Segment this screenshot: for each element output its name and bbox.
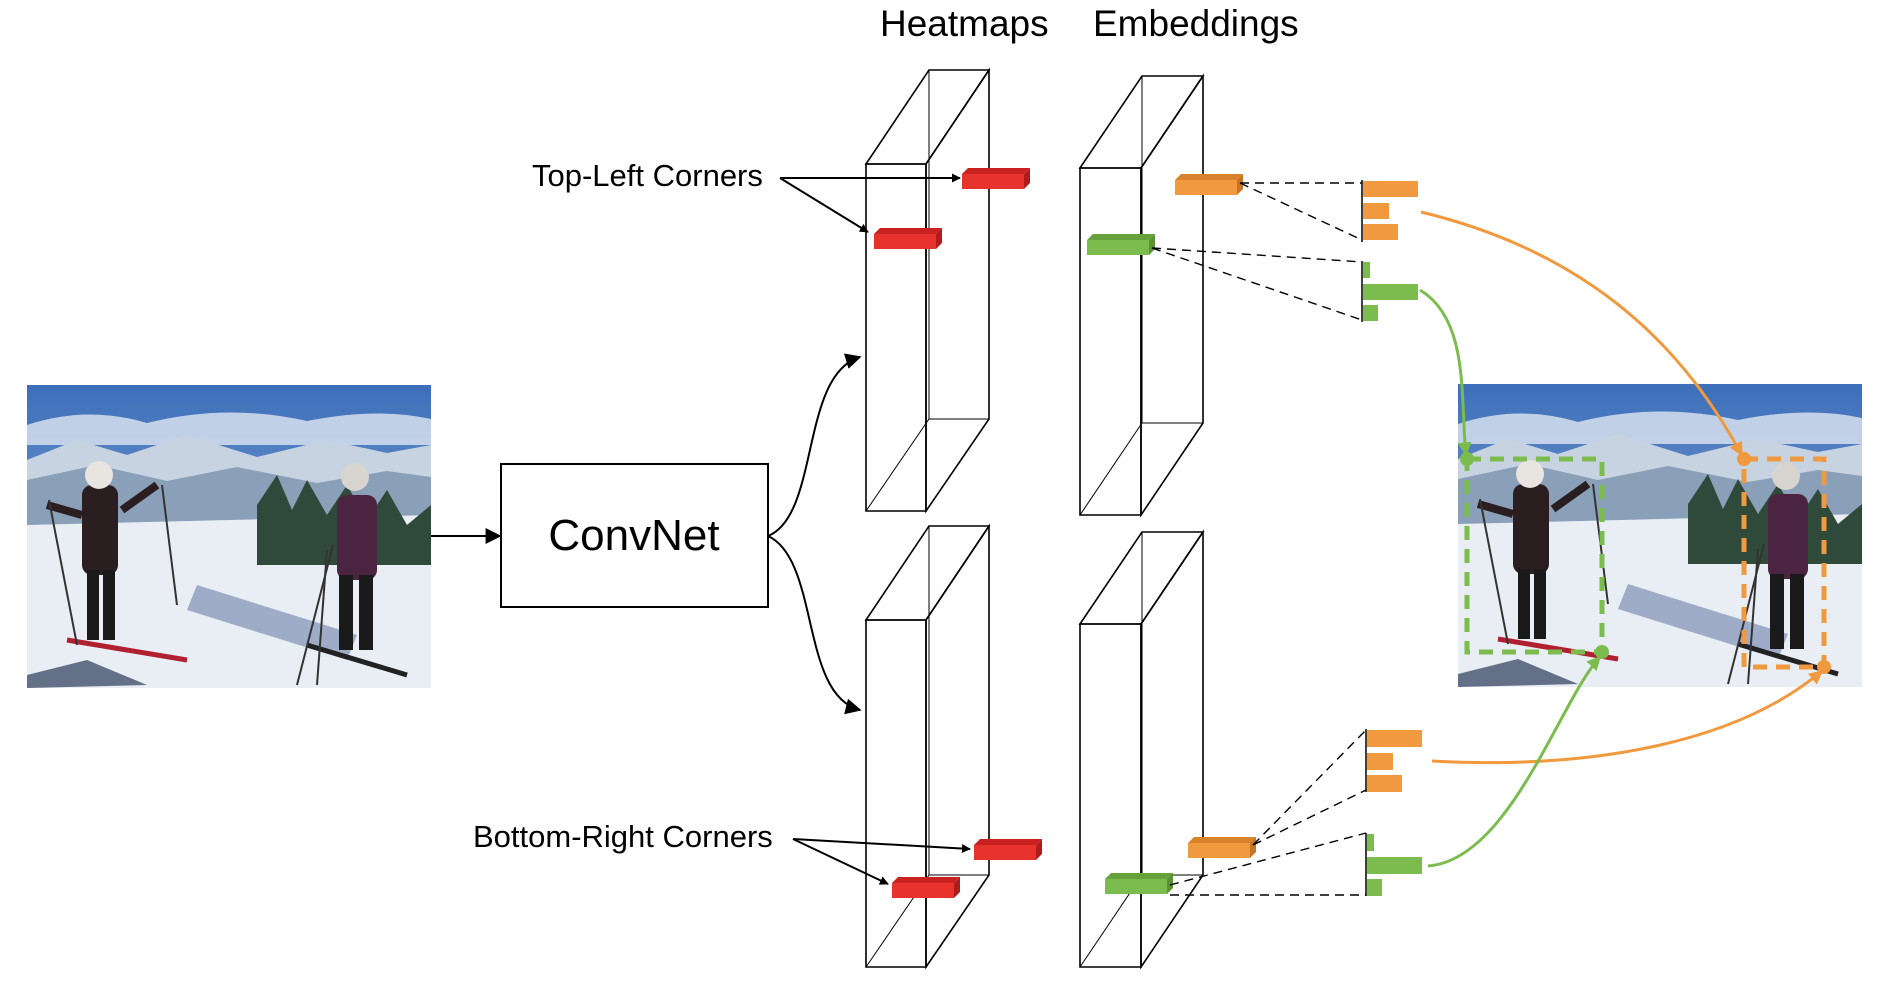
bottom-embedding-marker-orange [1188,837,1256,858]
top-left-embedding-block [1078,73,1205,518]
convnet-to-bottom-branch-arrow [767,535,862,715]
heatmaps-header: Heatmaps [880,3,1049,44]
top-orange-embedding-bars [1361,180,1418,242]
top-embedding-marker-green [1087,234,1155,255]
bottom-right-embedding-block [1078,529,1205,970]
bottom-right-arrow-2 [792,838,889,885]
top-heatmap-corner-marker-1 [962,168,1030,189]
top-green-embedding-bars [1361,261,1418,322]
top-embedding-marker-orange [1175,174,1243,195]
convnet-label: ConvNet [548,511,719,560]
green-bottom-right-corner-dot [1595,645,1609,659]
convnet-box [500,463,769,608]
bottom-heatmap-corner-marker-1 [974,839,1042,860]
bottom-embedding-marker-green [1105,873,1173,894]
orange-detection-box [1741,456,1827,670]
convnet-to-top-branch-arrow [767,353,862,537]
orange-top-left-corner-dot [1737,452,1751,466]
green-top-left-link [1419,288,1472,457]
top-left-heatmap-block [864,67,991,514]
bottom-orange-embedding-bars [1365,729,1422,792]
bottom-right-corners-label: Bottom-Right Corners [473,819,773,854]
bottom-embedding-projection-lines [1169,729,1367,896]
top-embedding-projection-lines [1151,182,1363,321]
input-image [27,385,431,688]
bottom-right-arrow-1 [792,838,971,854]
top-heatmap-corner-marker-2 [874,228,942,249]
green-bottom-right-link [1427,655,1602,868]
orange-bottom-right-link [1431,669,1824,765]
bottom-heatmap-corner-marker-2 [892,877,960,898]
output-image [1458,384,1862,687]
green-detection-box [1464,456,1605,655]
top-left-arrow-2 [779,177,869,233]
orange-top-left-link [1420,210,1744,457]
bottom-green-embedding-bars [1365,833,1422,896]
top-left-corners-label: Top-Left Corners [532,158,763,193]
bottom-right-heatmap-block [864,523,991,970]
embeddings-header: Embeddings [1093,3,1299,44]
